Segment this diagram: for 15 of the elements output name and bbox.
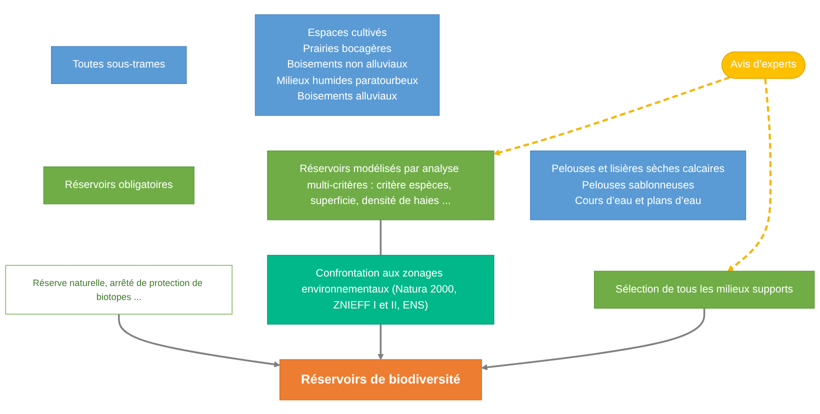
node-box: Pelouses et lisières sèches calcaires Pelouses sablonneuses Cours d’eau et plans d’eau [530,150,746,220]
arrow [728,78,772,272]
arrow [481,308,706,370]
node-box: Confrontation aux zonages environnementaux (Natura 2000, ZNIEFF I et II, ENS) [267,254,494,324]
node-box: Toutes sous-trames [51,46,187,84]
arrow [494,76,730,156]
arrow [118,314,280,368]
connector [380,220,382,255]
node-box: Sélection de tous les milieux supports [594,270,815,308]
node-box: Réservoirs obligatoires [43,166,194,204]
node-box: Espaces cultivés Prairies bocagères Boisements non alluviaux Milieux humides paratourbeux Boisements alluviaux [254,14,440,116]
node-box: Réserve naturelle, arrêté de protection de biotopes ... [5,264,232,314]
node-box: Réservoirs de biodiversité [279,358,482,400]
arrow [378,324,384,360]
node-box: Réservoirs modélisés par analyse multi-critères : critère espèces, superficie, densité de haies ... [267,150,494,220]
